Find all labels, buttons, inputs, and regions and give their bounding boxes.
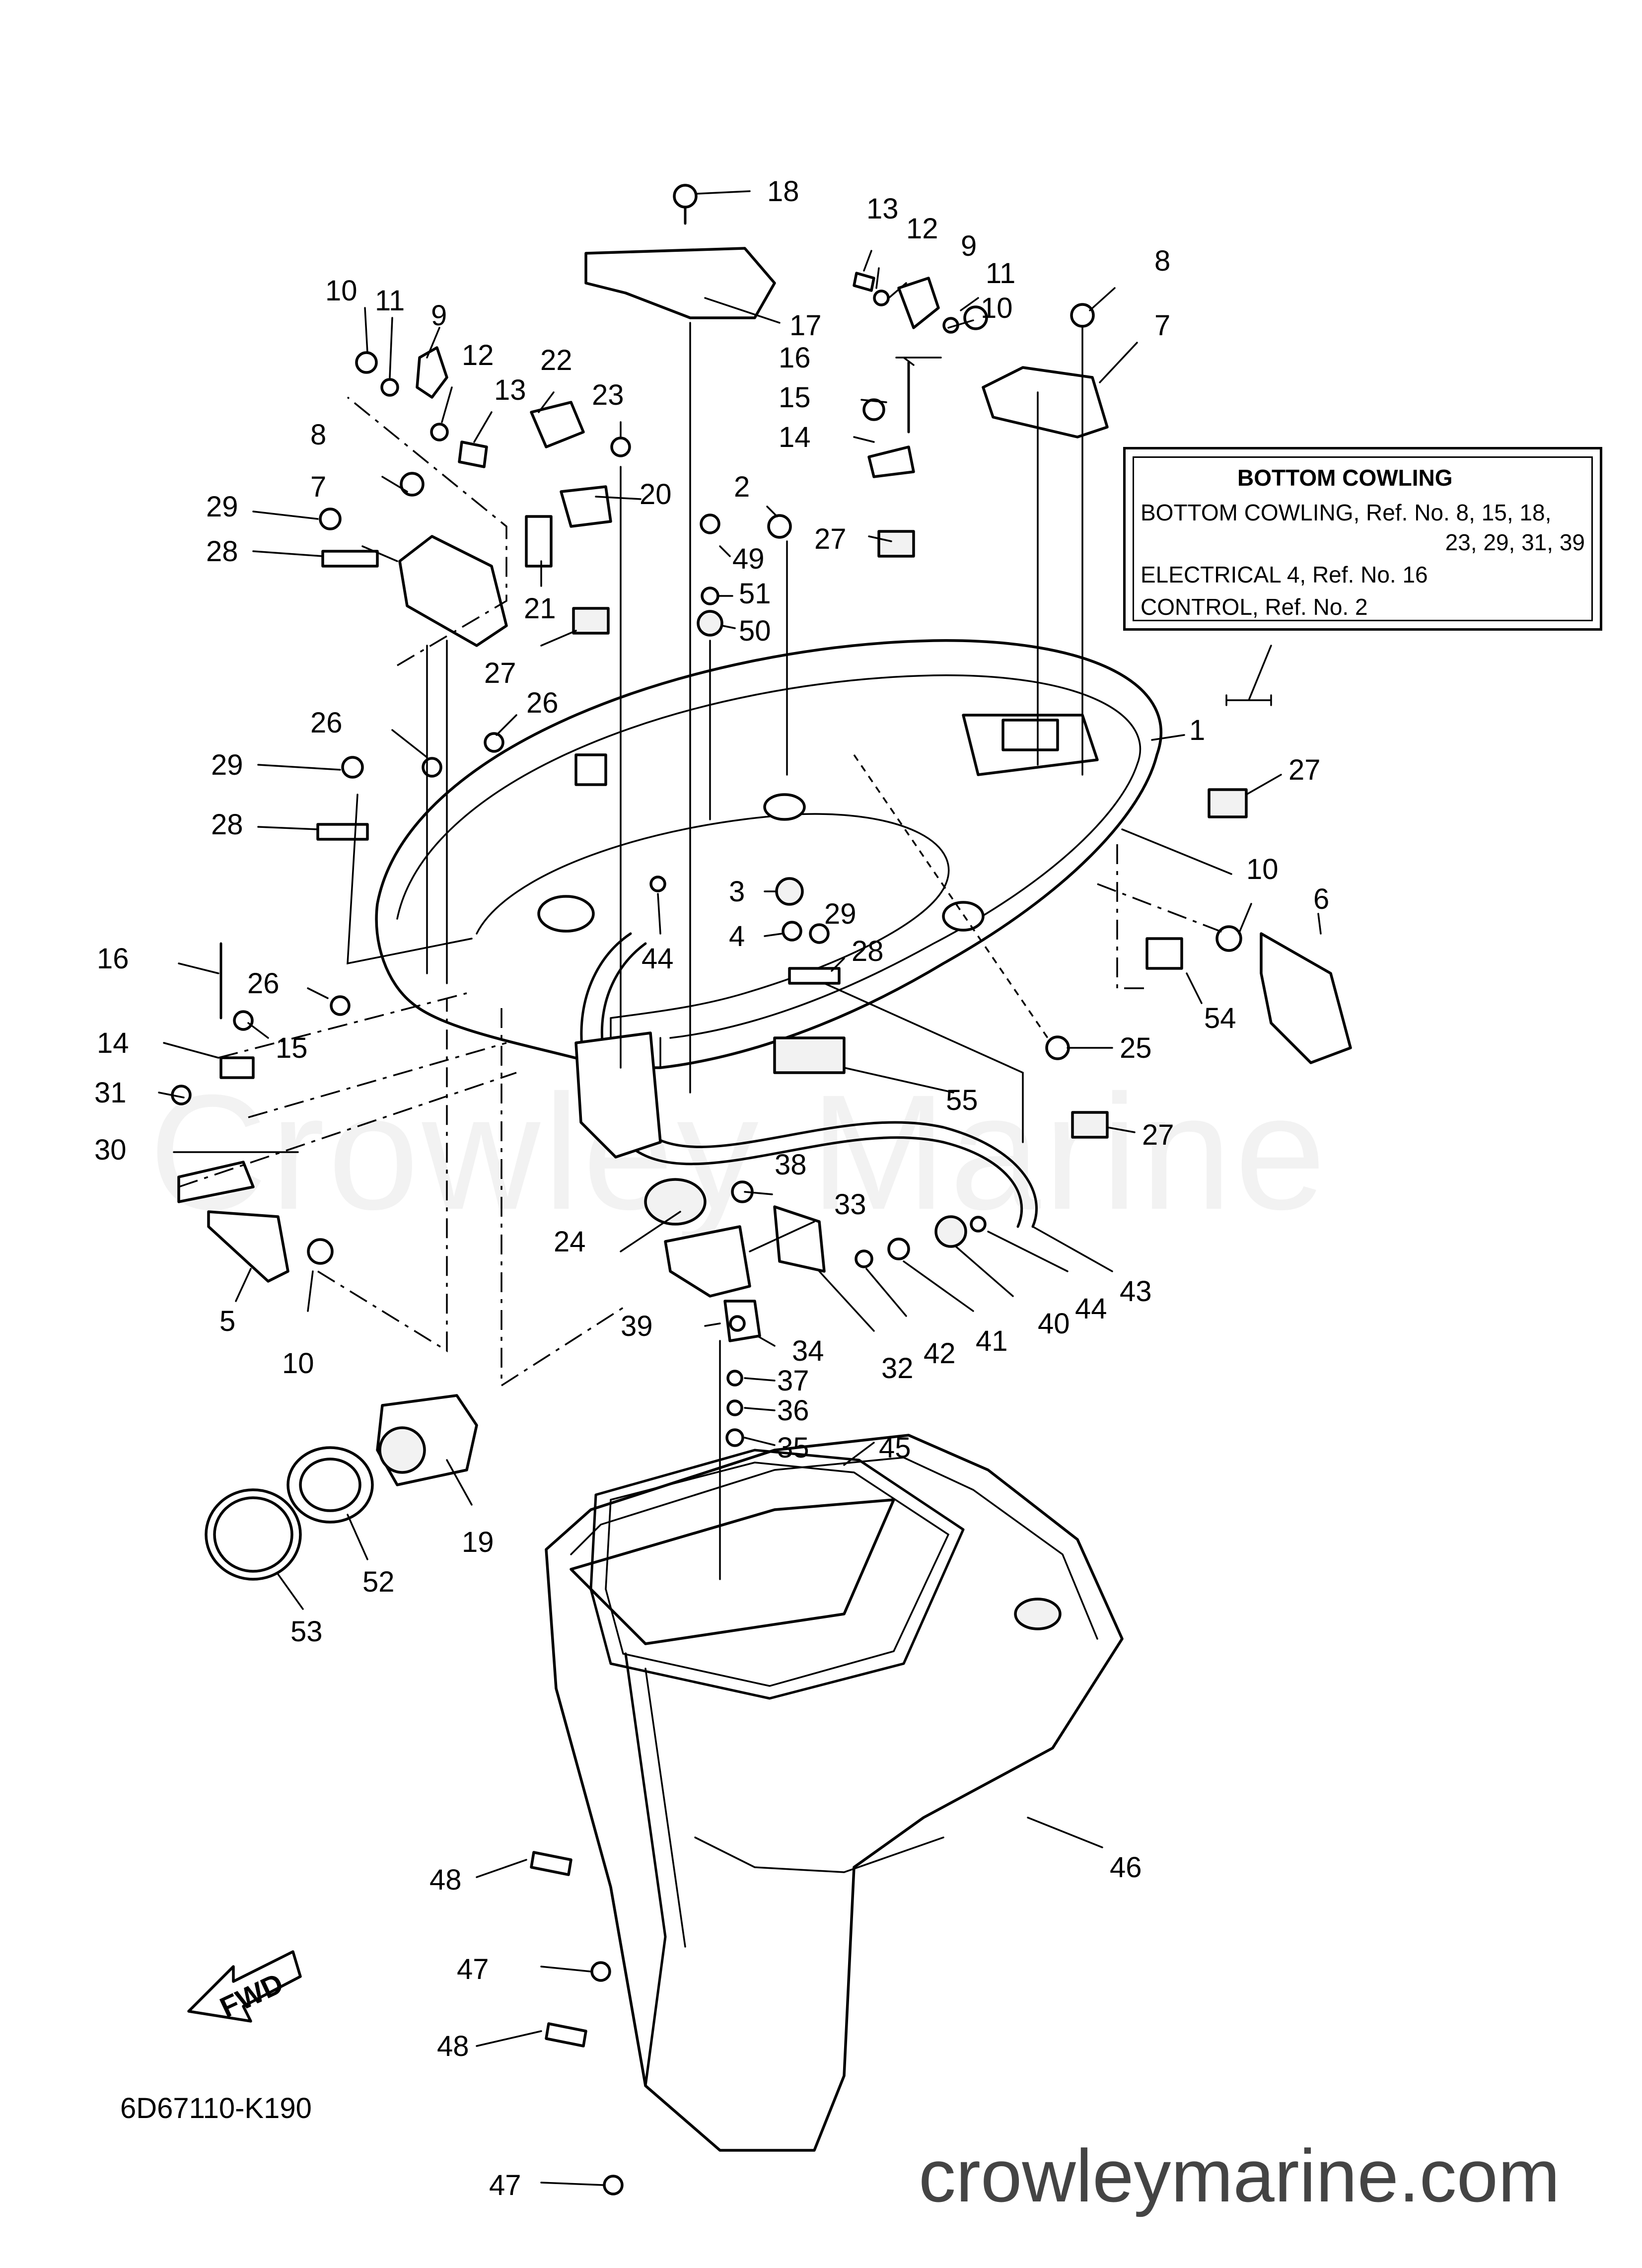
callout-29c: 29 (824, 898, 857, 930)
callout-37: 37 (777, 1365, 809, 1397)
callout-28c: 28 (852, 935, 884, 967)
callout-2: 2 (734, 471, 750, 503)
watermark-text: Crowley Marine (149, 1060, 1329, 1244)
callout-49: 49 (732, 543, 765, 575)
info-box-line-3: ELECTRICAL 4, Ref. No. 16 (1141, 562, 1428, 587)
callout-29a: 29 (206, 491, 238, 523)
callout-8b: 8 (1154, 245, 1170, 277)
callout-45: 45 (879, 1432, 911, 1464)
callout-26c: 26 (247, 967, 280, 1000)
callout-5: 5 (219, 1305, 235, 1337)
callout-41: 41 (976, 1325, 1008, 1357)
leader-lines (158, 190, 1322, 2186)
callout-35: 35 (777, 1432, 809, 1464)
callout-28a: 28 (206, 535, 238, 568)
callout-10a: 10 (325, 275, 357, 307)
callout-51: 51 (739, 578, 771, 610)
callout-39: 39 (621, 1310, 653, 1342)
callout-36: 36 (777, 1394, 809, 1427)
callout-9a: 9 (431, 299, 447, 332)
bottom-cowling-tray (375, 639, 1163, 1228)
site-url-text: crowleymarine.com (919, 2134, 1560, 2217)
callout-22: 22 (540, 344, 572, 376)
callout-27a: 27 (484, 657, 516, 689)
callout-46: 46 (1110, 1851, 1142, 1884)
callout-12b: 12 (906, 213, 938, 245)
small-parts (171, 184, 1352, 2195)
callout-54: 54 (1204, 1002, 1236, 1034)
info-box-connector (1225, 645, 1272, 706)
callout-27b: 27 (814, 523, 847, 555)
callout-14b: 14 (97, 1027, 129, 1059)
callout-43: 43 (1120, 1275, 1152, 1308)
callout-20: 20 (640, 478, 672, 511)
reference-info-box: BOTTOM COWLING BOTTOM COWLING, Ref. No. … (1123, 447, 1602, 631)
guide-lines (178, 322, 1232, 1580)
callout-21: 21 (524, 592, 556, 625)
callout-6: 6 (1313, 883, 1329, 915)
fwd-arrow-icon: FWD (187, 1950, 302, 2024)
callout-17: 17 (789, 309, 822, 342)
callout-27d: 27 (1142, 1119, 1174, 1151)
cowling-seal (589, 1449, 965, 1700)
callout-31: 31 (94, 1077, 127, 1109)
callout-48a: 48 (429, 1864, 462, 1896)
callout-3: 3 (729, 876, 745, 908)
callout-11a: 11 (375, 285, 405, 317)
callout-11b: 11 (986, 257, 1015, 290)
callout-7b: 7 (1154, 309, 1170, 342)
callout-29b: 29 (211, 749, 243, 781)
callout-47a: 47 (457, 1953, 489, 1985)
callout-16a: 16 (779, 342, 811, 374)
callout-16b: 16 (97, 943, 129, 975)
callout-13b: 13 (866, 193, 899, 225)
callout-7a: 7 (310, 471, 326, 503)
callout-4: 4 (729, 920, 745, 952)
callout-26b: 26 (526, 687, 559, 719)
callout-33: 33 (834, 1188, 866, 1221)
callout-40: 40 (1038, 1308, 1070, 1340)
callout-9b: 9 (961, 230, 977, 262)
callout-50: 50 (739, 615, 771, 647)
callout-15b: 15 (276, 1032, 308, 1064)
callout-30: 30 (94, 1134, 127, 1166)
callout-44a: 44 (642, 943, 674, 975)
callout-10b: 10 (981, 292, 1013, 324)
callout-55: 55 (946, 1084, 978, 1116)
drawing-code: 6D67110-K190 (120, 2092, 312, 2124)
callout-27c: 27 (1288, 754, 1321, 786)
callout-34: 34 (792, 1335, 824, 1367)
callout-26a: 26 (310, 707, 343, 739)
callout-8a: 8 (310, 419, 326, 451)
callout-53: 53 (290, 1615, 323, 1648)
callout-48b: 48 (437, 2030, 469, 2062)
callout-42: 42 (924, 1337, 956, 1370)
info-box-line-1: BOTTOM COWLING, Ref. No. 8, 15, 18, (1141, 500, 1552, 525)
callout-47b: 47 (489, 2169, 521, 2201)
callout-10c: 10 (1246, 853, 1279, 885)
callout-28b: 28 (211, 808, 243, 841)
callout-12a: 12 (462, 339, 494, 371)
callout-19: 19 (462, 1526, 494, 1558)
callout-1: 1 (1189, 714, 1205, 746)
callout-25: 25 (1120, 1032, 1152, 1064)
callout-32: 32 (881, 1352, 914, 1385)
callout-18: 18 (767, 175, 799, 208)
callout-10d: 10 (282, 1347, 314, 1380)
info-box-line-4: CONTROL, Ref. No. 2 (1141, 594, 1368, 620)
callout-23: 23 (592, 379, 624, 411)
callout-15a: 15 (779, 381, 811, 414)
callout-13a: 13 (494, 374, 526, 406)
callout-24: 24 (554, 1226, 586, 1258)
callout-labels: 1 2 3 4 5 6 7 7 8 8 9 9 10 10 10 10 11 1… (94, 175, 1329, 2201)
callout-14a: 14 (779, 421, 811, 453)
info-box-title: BOTTOM COWLING (1237, 465, 1453, 491)
callout-44b: 44 (1075, 1293, 1107, 1325)
info-box-line-2: 23, 29, 31, 39 (1445, 529, 1585, 555)
lower-cowling (545, 1434, 1124, 2152)
callout-52: 52 (362, 1566, 395, 1598)
callout-38: 38 (775, 1149, 807, 1181)
